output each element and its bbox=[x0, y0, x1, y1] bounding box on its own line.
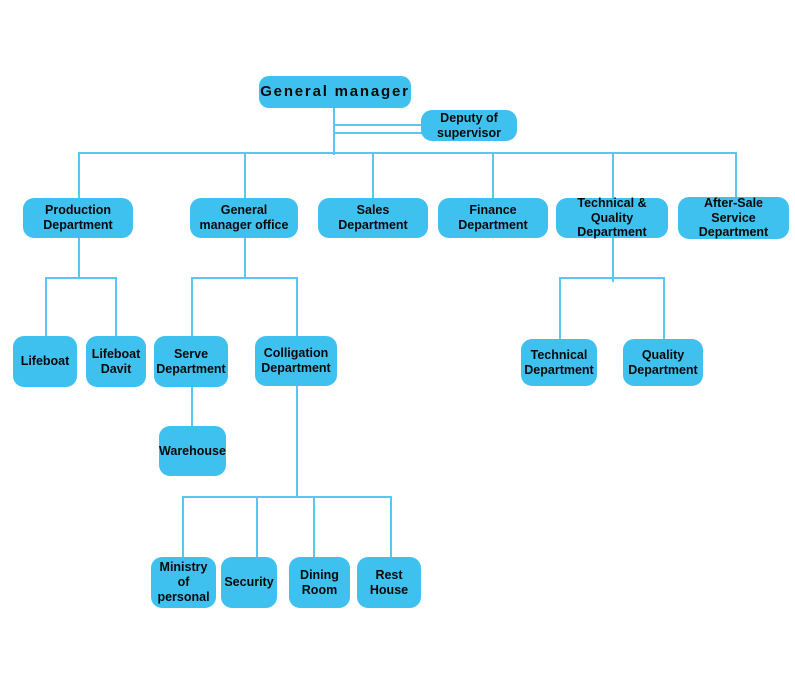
node-label: General manager bbox=[260, 83, 410, 101]
node-label: Technical & Quality Department bbox=[577, 195, 647, 240]
node-label: Sales Department bbox=[338, 203, 408, 232]
connector-line bbox=[492, 152, 494, 200]
connector-line bbox=[244, 238, 246, 279]
connector-line bbox=[45, 277, 117, 279]
node-production-department: Production Department bbox=[23, 198, 133, 238]
connector-line bbox=[313, 496, 315, 559]
node-technical-department: Technical Department bbox=[521, 339, 597, 386]
node-rest-house: Rest House bbox=[357, 557, 421, 608]
connector-line bbox=[296, 386, 298, 498]
connector-line bbox=[333, 107, 335, 155]
connector-line bbox=[390, 496, 392, 559]
node-warehouse: Warehouse bbox=[159, 426, 226, 476]
node-lifeboat: Lifeboat bbox=[13, 336, 77, 387]
node-quality-department: Quality Department bbox=[623, 339, 703, 386]
connector-line bbox=[735, 152, 737, 199]
node-security: Security bbox=[221, 557, 277, 608]
node-technical-quality-department: Technical & Quality Department bbox=[556, 195, 668, 240]
node-lifeboat-davit: Lifeboat Davit bbox=[86, 336, 146, 387]
node-colligation-department: Colligation Department bbox=[255, 336, 337, 386]
connector-line bbox=[559, 277, 665, 279]
node-dining-room: Dining Room bbox=[289, 557, 350, 608]
connector-line bbox=[333, 124, 423, 126]
node-label: Technical Department bbox=[524, 347, 594, 377]
connector-line bbox=[191, 387, 193, 428]
node-label: After-Sale Service Department bbox=[698, 195, 769, 240]
node-label: Lifeboat bbox=[20, 354, 70, 369]
node-label: Rest House bbox=[369, 567, 409, 597]
connector-line bbox=[244, 152, 246, 200]
node-ministry-of-personal: Ministry of personal bbox=[151, 557, 216, 608]
node-label: Quality Department bbox=[628, 347, 698, 377]
connector-line bbox=[78, 152, 737, 154]
connector-line bbox=[612, 238, 614, 282]
connector-line bbox=[559, 277, 561, 341]
node-label: Warehouse bbox=[159, 443, 226, 458]
connector-line bbox=[78, 152, 80, 200]
node-label: Dining Room bbox=[300, 567, 339, 597]
node-label: Colligation Department bbox=[261, 346, 331, 375]
connector-line bbox=[78, 238, 80, 279]
node-sales-department: Sales Department bbox=[318, 198, 428, 238]
node-deputy-of-supervisor: Deputy of supervisor bbox=[421, 110, 517, 141]
node-label: Security bbox=[224, 575, 274, 590]
connector-line bbox=[45, 277, 47, 338]
node-label: Finance Department bbox=[458, 203, 528, 232]
node-label: Serve Department bbox=[156, 346, 226, 376]
connector-line bbox=[372, 152, 374, 200]
connector-line bbox=[191, 277, 298, 279]
node-label: Ministry of personal bbox=[157, 560, 210, 604]
node-after-sale-service-department: After-Sale Service Department bbox=[678, 195, 789, 240]
node-general-manager: General manager bbox=[259, 76, 411, 108]
node-finance-department: Finance Department bbox=[438, 198, 548, 238]
connector-line bbox=[256, 496, 258, 559]
node-label: Lifeboat Davit bbox=[91, 346, 141, 376]
node-label: Production Department bbox=[43, 203, 113, 232]
connector-line bbox=[612, 152, 614, 200]
node-general-manager-office: General manager office bbox=[190, 198, 298, 238]
connector-line bbox=[333, 132, 423, 134]
connector-line bbox=[182, 496, 392, 498]
node-serve-department: Serve Department bbox=[154, 336, 228, 387]
connector-line bbox=[182, 496, 184, 559]
node-label: Deputy of supervisor bbox=[437, 110, 501, 140]
connector-line bbox=[191, 277, 193, 338]
connector-line bbox=[115, 277, 117, 338]
connector-line bbox=[296, 277, 298, 338]
connector-line bbox=[663, 277, 665, 341]
node-label: General manager office bbox=[199, 203, 289, 232]
